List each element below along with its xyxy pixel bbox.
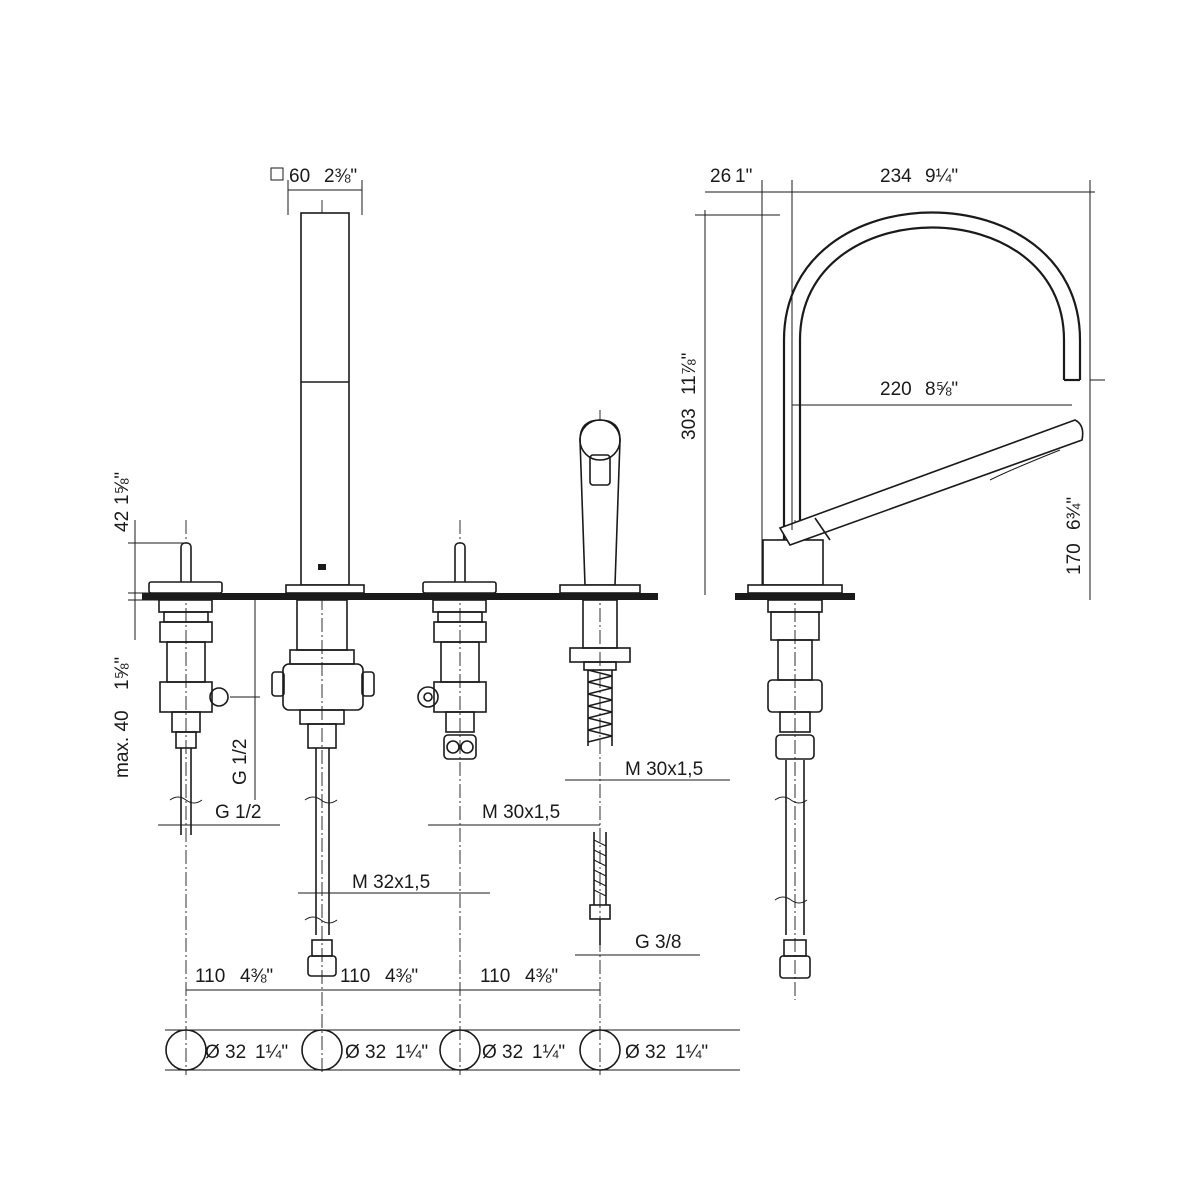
label-offset-26: 26 <box>710 166 731 187</box>
label-spacing-1-in: 4⅜" <box>240 966 273 987</box>
label-offset-26-in: 1" <box>735 166 752 187</box>
label-height-303: 303 <box>679 408 700 440</box>
label-reach-220-in: 8⅝" <box>925 379 958 400</box>
label-g38: G 3/8 <box>635 932 681 953</box>
label-hole-3: 32 <box>502 1042 523 1063</box>
label-handshower-width-in: 2⅜" <box>324 166 357 187</box>
label-hole-1: 32 <box>225 1042 246 1063</box>
label-m32: M 32x1,5 <box>352 872 430 893</box>
label-spacing-1: 110 <box>195 966 225 987</box>
diameter-symbol-3: Ø <box>482 1042 497 1063</box>
diameter-symbol-1: Ø <box>205 1042 220 1063</box>
label-g12-horizontal: G 1/2 <box>215 802 261 823</box>
label-deck-max40-in: 1⅝" <box>112 657 133 690</box>
label-height-170-in: 6¾" <box>1064 497 1085 530</box>
label-height-170: 170 <box>1064 543 1085 575</box>
label-hole-2-in: 1¼" <box>395 1042 428 1063</box>
side-view <box>747 211 1084 979</box>
dimension-labels: 60 2⅜" 26 1" 234 9¼" 220 8⅝" 303 11⅞" 17… <box>112 166 1085 1063</box>
center-lines <box>185 200 796 1075</box>
label-reach-234-in: 9¼" <box>925 166 958 187</box>
label-reach-220: 220 <box>880 379 912 400</box>
handshower-holder <box>271 212 375 977</box>
label-lever-42: 42 <box>112 511 133 532</box>
label-spacing-2: 110 <box>340 966 370 987</box>
label-spacing-3: 110 <box>480 966 510 987</box>
label-hole-2: 32 <box>365 1042 386 1063</box>
label-g12-vertical: G 1/2 <box>230 739 251 785</box>
label-hole-3-in: 1¼" <box>532 1042 565 1063</box>
label-handshower-width: 60 <box>289 166 310 187</box>
middle-valve <box>417 542 497 760</box>
diameter-symbol-2: Ø <box>345 1042 360 1063</box>
label-deck-max40: max. 40 <box>112 710 133 778</box>
label-spacing-2-in: 4⅜" <box>385 966 418 987</box>
left-valve <box>148 542 229 835</box>
label-m30-valve: M 30x1,5 <box>482 802 560 823</box>
label-spacing-3-in: 4⅜" <box>525 966 558 987</box>
label-reach-234: 234 <box>880 166 912 187</box>
label-height-303-in: 11⅞" <box>679 353 700 395</box>
diameter-symbol-4: Ø <box>625 1042 640 1063</box>
handshower-front <box>559 419 641 746</box>
label-lever-42-in: 1⅝" <box>112 472 133 505</box>
dimension-lines <box>128 180 1105 1071</box>
label-hole-4: 32 <box>645 1042 666 1063</box>
shower-hose <box>589 832 611 945</box>
label-hole-1-in: 1¼" <box>255 1042 288 1063</box>
label-hole-4-in: 1¼" <box>675 1042 708 1063</box>
deck-plate-front <box>142 593 658 600</box>
label-m30-spout: M 30x1,5 <box>625 759 703 780</box>
